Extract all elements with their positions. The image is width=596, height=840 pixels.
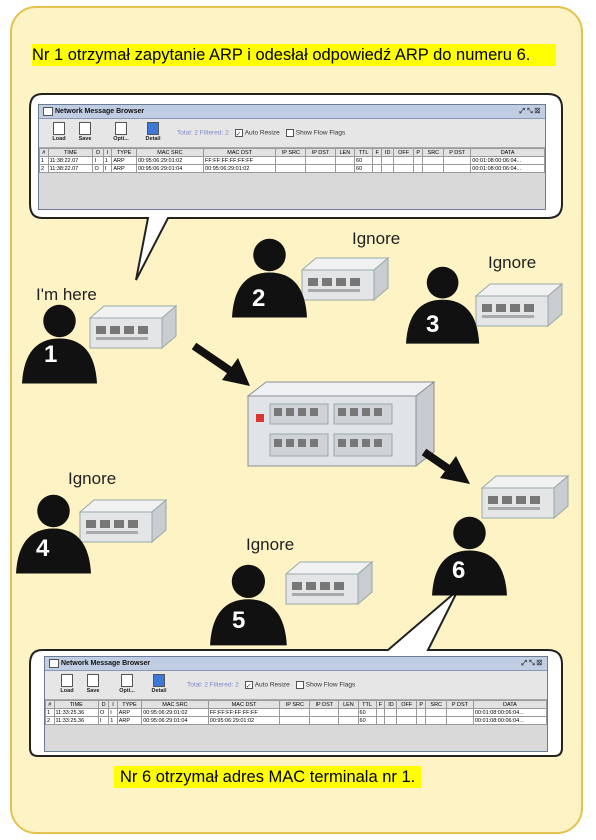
terminal-number-2: 2 xyxy=(252,285,265,312)
im-here-label: I'm here xyxy=(36,285,97,304)
load-button[interactable]: Load xyxy=(57,674,77,694)
table-cell: 00:01:08:00:06:04... xyxy=(472,716,547,725)
person-icon-5 xyxy=(210,564,287,646)
table-cell xyxy=(334,164,356,173)
table-cell xyxy=(413,164,424,173)
arrow-1-to-hub xyxy=(191,342,250,386)
network-hub xyxy=(246,380,436,468)
window-icon xyxy=(43,106,53,116)
network-message-browser-window-top: Network Message Browser ⤢⤡☒ Load Save Opt… xyxy=(38,104,546,210)
options-icon xyxy=(121,674,133,687)
table-cell xyxy=(338,716,359,725)
save-icon xyxy=(87,674,99,687)
window-title-bar: Network Message Browser ⤢⤡☒ xyxy=(39,105,545,119)
terminal-number-5: 5 xyxy=(232,607,245,634)
table-cell: ARP xyxy=(116,716,143,725)
person-icon-6 xyxy=(432,516,507,596)
options-icon xyxy=(115,122,127,135)
ignore-label-2: Ignore xyxy=(352,229,400,248)
save-button[interactable]: Save xyxy=(83,674,103,694)
save-icon xyxy=(79,122,91,135)
ignore-label-5: Ignore xyxy=(246,535,294,554)
terminal-number-1: 1 xyxy=(44,341,57,368)
load-icon xyxy=(61,674,73,687)
table-cell: I xyxy=(98,716,110,725)
save-button[interactable]: Save xyxy=(75,122,95,142)
terminal-number-6: 6 xyxy=(452,557,465,584)
arrow-hub-to-6 xyxy=(421,448,470,484)
auto-resize-checkbox[interactable]: ✓ xyxy=(234,129,243,138)
caption-top: Nr 1 otrzymał zapytanie ARP i odesłał od… xyxy=(32,44,556,66)
detail-icon xyxy=(153,674,165,687)
terminal-device-6 xyxy=(481,475,569,519)
detail-button[interactable]: Detail xyxy=(143,122,163,142)
ignore-label-4: Ignore xyxy=(68,469,116,488)
show-flow-flags-checkbox[interactable] xyxy=(285,129,294,137)
caption-bottom: Nr 6 otrzymał adres MAC terminala nr 1. xyxy=(114,766,422,788)
table-cell: O xyxy=(92,164,104,173)
window-toolbar: Load Save Opti... Detail Total: 2 Filter… xyxy=(45,671,547,700)
terminal-device-1 xyxy=(89,305,177,349)
window-controls-icon[interactable]: ⤢⤡☒ xyxy=(521,660,544,667)
person-icon-2 xyxy=(232,238,307,318)
table-cell xyxy=(372,164,383,173)
terminal-device-3 xyxy=(475,283,563,327)
detail-icon xyxy=(147,122,159,135)
detail-button[interactable]: Detail xyxy=(149,674,169,694)
terminal-device-2 xyxy=(301,257,389,301)
load-icon xyxy=(53,122,65,135)
window-title: Network Message Browser xyxy=(55,108,145,115)
person-icon-1 xyxy=(22,304,97,384)
terminal-number-3: 3 xyxy=(426,311,439,338)
window-title: Network Message Browser xyxy=(61,660,151,667)
table-cell xyxy=(375,716,386,725)
terminal-device-5 xyxy=(285,561,373,605)
table-cell xyxy=(443,164,472,173)
ignore-label-3: Ignore xyxy=(488,253,536,272)
table-cell xyxy=(416,716,427,725)
window-icon xyxy=(49,658,59,668)
table-cell: 60 xyxy=(357,716,377,725)
terminal-number-4: 4 xyxy=(36,535,50,562)
options-button[interactable]: Opti... xyxy=(117,674,137,694)
table-cell: 00:01:08:00:06:04... xyxy=(470,164,545,173)
table-cell: 60 xyxy=(354,164,374,173)
show-flow-flags-checkbox[interactable] xyxy=(295,681,304,689)
table-cell xyxy=(381,164,395,173)
network-message-browser-window-bottom: Network Message Browser ⤢⤡☒ Load Save Opt… xyxy=(44,656,548,752)
window-controls-icon[interactable]: ⤢⤡☒ xyxy=(519,108,542,115)
auto-resize-checkbox[interactable]: ✓ xyxy=(244,681,253,690)
options-button[interactable]: Opti... xyxy=(111,122,131,142)
window-title-bar: Network Message Browser ⤢⤡☒ xyxy=(45,657,547,671)
terminal-device-4 xyxy=(79,499,167,543)
person-icon-3 xyxy=(406,266,480,344)
table-cell xyxy=(384,716,398,725)
window-toolbar: Load Save Opti... Detail Total: 2 Filter… xyxy=(39,119,545,148)
load-button[interactable]: Load xyxy=(49,122,69,142)
